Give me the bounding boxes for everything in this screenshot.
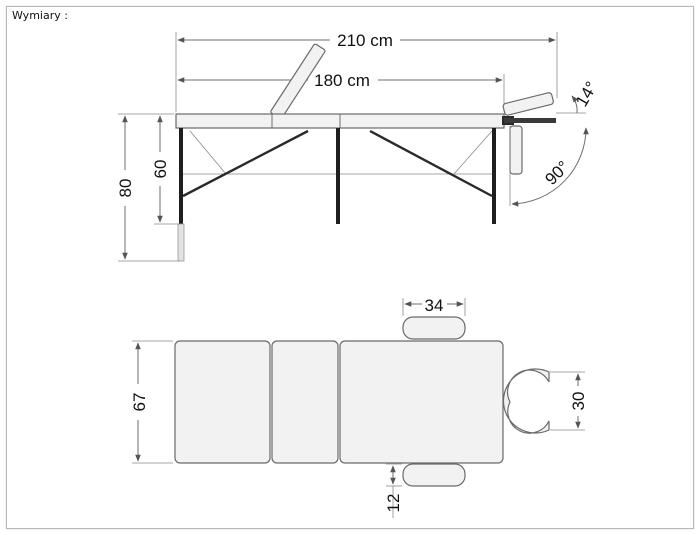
arm-angle-arc (511, 127, 589, 207)
top-view: 34 67 30 12 (130, 296, 588, 518)
face-cradle (502, 368, 550, 434)
side-view: 210 cm 180 cm (116, 31, 601, 262)
headrest-plate (504, 118, 556, 123)
hanging-arm-support (509, 125, 523, 175)
top-section-2 (271, 340, 339, 464)
head-angle-arc (571, 95, 579, 114)
headrest-width-label: 34 (425, 296, 444, 315)
top-section-3 (339, 340, 504, 464)
support-cable-right (453, 130, 493, 175)
arm-angle-label: 90° (541, 157, 573, 189)
overall-length-label: 210 cm (337, 31, 393, 50)
total-height-label: 80 (116, 179, 135, 198)
brace-left (182, 129, 309, 198)
dimensions-label: Wymiary : (12, 9, 68, 22)
leg-height-label: 60 (151, 160, 170, 179)
support-cable-left (189, 130, 227, 175)
face-cradle-width-label: 30 (569, 392, 588, 411)
armrest-depth-label: 12 (384, 494, 403, 513)
bed-length-label: 180 cm (314, 71, 370, 90)
armrest-bottom (402, 463, 466, 487)
tilted-headrest (502, 92, 554, 116)
brace-right (369, 129, 493, 198)
armrest-top (402, 316, 466, 340)
leg-extension (177, 223, 185, 262)
table-width-label: 67 (130, 393, 149, 412)
top-section-1 (174, 340, 271, 464)
